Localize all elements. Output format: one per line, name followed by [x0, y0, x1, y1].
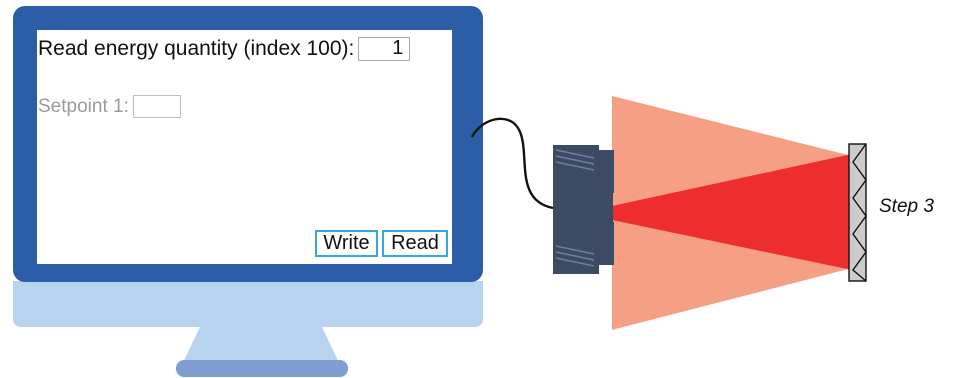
energy-value-field[interactable]: 1 — [358, 37, 411, 61]
cable — [470, 117, 554, 210]
monitor-stand — [180, 327, 342, 369]
write-button[interactable]: Write — [315, 230, 378, 257]
monitor-screen — [37, 30, 452, 264]
setpoint-value-field[interactable] — [132, 95, 181, 118]
sensor — [553, 145, 614, 274]
energy-label: Read energy quantity (index 100): — [38, 37, 355, 60]
setpoint-row: Setpoint 1: — [38, 95, 181, 118]
inner-beam — [612, 154, 852, 270]
read-button[interactable]: Read — [382, 230, 448, 257]
setpoint-label: Setpoint 1: — [38, 95, 129, 117]
step-label: Step 3 — [879, 196, 934, 217]
monitor-foot — [176, 360, 348, 377]
target-reflector — [848, 143, 867, 282]
energy-row: Read energy quantity (index 100): 1 — [38, 37, 411, 61]
screen-ui: Read energy quantity (index 100): 1 Setp… — [38, 31, 450, 263]
monitor-chin — [13, 281, 483, 327]
